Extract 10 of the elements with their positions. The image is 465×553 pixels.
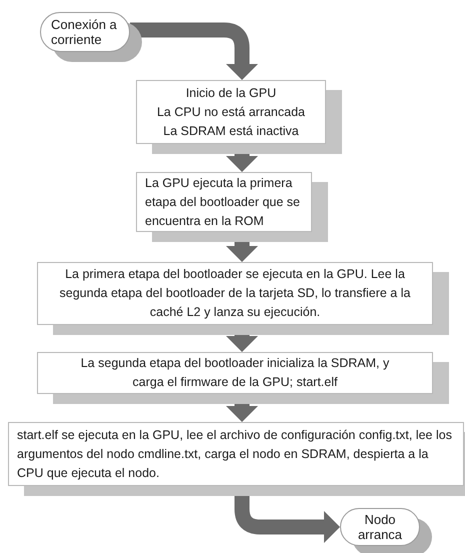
step-text: La SDRAM está inactiva <box>163 122 299 140</box>
arrow <box>130 22 258 80</box>
step-text: Nodo arranca <box>356 512 404 542</box>
step-text: La segunda etapa del bootloader inicializa la SDRAM, y carga el firmware de la GPU; start.elf <box>80 355 390 391</box>
step-text: La CPU no está arrancada <box>156 104 305 120</box>
step-text: Conexión a corriente <box>51 17 118 47</box>
step-text: Inicio de la GPU <box>186 84 276 102</box>
step-text: La GPU ejecuta la primera etapa del bootloader que se encuentra en la ROM <box>145 174 301 230</box>
step-text: La primera etapa del bootloader se ejecuta en la GPU. Lee la segunda etapa del bootloader de la tarjeta SD, lo transfiere a la caché L2 y lanza su ejecución. <box>58 266 412 321</box>
step-text: start.elf se ejecuta en la GPU, lee el archivo de configuración config.txt, lee los argumentos del nodo cmdline.txt, carga el nodo en SDRAM, despierta a la CPU que ejecuta el nodo. <box>17 426 453 482</box>
